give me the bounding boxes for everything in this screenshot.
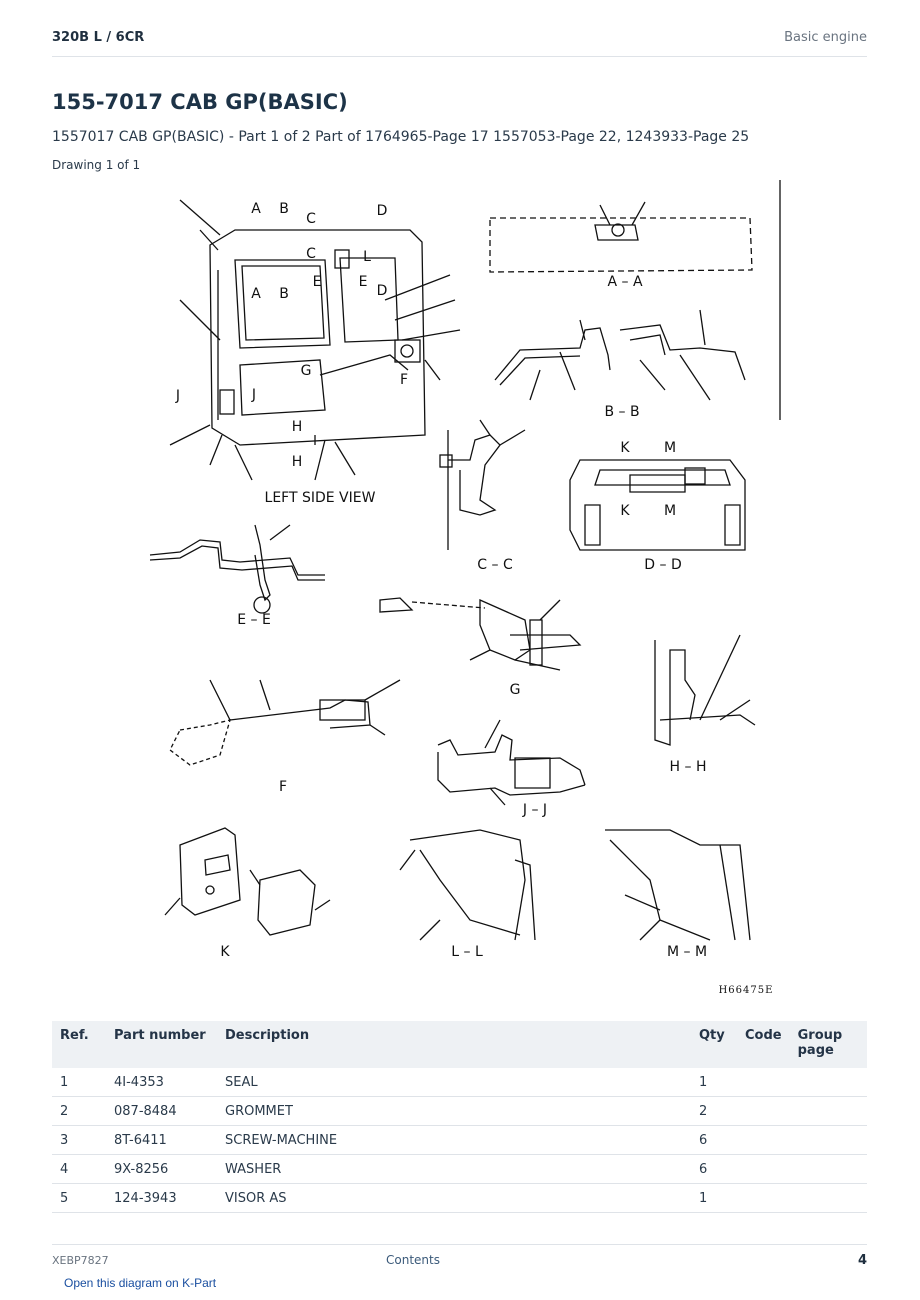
cell-ref: 5 (52, 1183, 106, 1213)
marker-e: E (313, 274, 322, 290)
contents-link[interactable]: Contents (386, 1253, 440, 1267)
col-qty: Qty (691, 1021, 737, 1068)
cell-code (737, 1096, 790, 1126)
marker-h: H (292, 419, 303, 435)
cell-part-number[interactable]: 8T-6411 (106, 1125, 217, 1155)
col-part-number: Part number (106, 1021, 217, 1068)
marker-l: K (620, 440, 630, 456)
view-label-left-side: LEFT SIDE VIEW (265, 490, 376, 506)
view-label-bb: B – B (604, 404, 639, 420)
marker-h: H (292, 454, 303, 470)
drawing-label: Drawing 1 of 1 (52, 158, 141, 172)
kpart-diagram-link[interactable]: Open this diagram on K-Part (64, 1276, 217, 1290)
marker-j: J (251, 387, 256, 403)
cell-code (737, 1068, 790, 1097)
view-label-ee: E – E (237, 612, 271, 628)
view-label-hh: H – H (670, 759, 707, 775)
col-description: Description (217, 1021, 691, 1068)
table-row: 4 9X-8256 WASHER 6 (52, 1154, 867, 1184)
cell-description: SEAL (217, 1068, 691, 1097)
view-label-mm: M – M (667, 944, 707, 960)
model-label: 320B L / 6CR (52, 30, 145, 45)
view-label-ll: L – L (451, 944, 483, 960)
view-label-g: G (510, 682, 521, 698)
cell-qty: 1 (691, 1183, 737, 1213)
view-label-f: F (279, 779, 287, 795)
cell-description: SCREW-MACHINE (217, 1125, 691, 1155)
cell-ref: 2 (52, 1096, 106, 1126)
marker-l: K (620, 503, 630, 519)
cell-part-number[interactable]: 9X-8256 (106, 1154, 217, 1184)
cell-qty: 6 (691, 1154, 737, 1184)
marker-k: L (363, 249, 371, 265)
marker-j: J (175, 388, 180, 404)
marker-d: D (377, 283, 388, 299)
cell-group-page (789, 1183, 867, 1213)
view-label-cc: C – C (477, 557, 513, 573)
marker-g: G (301, 363, 312, 379)
cell-ref: 1 (52, 1068, 106, 1097)
marker-a: A (251, 286, 261, 302)
table-row: 2 087-8484 GROMMET 2 (52, 1096, 867, 1126)
page-title: 155-7017 CAB GP(BASIC) (52, 90, 348, 114)
cell-description: GROMMET (217, 1096, 691, 1126)
cell-part-number[interactable]: 087-8484 (106, 1096, 217, 1126)
page-footer: XEBP7827 Contents 4 (52, 1244, 867, 1275)
marker-m: M (664, 440, 676, 456)
col-code: Code (737, 1021, 790, 1068)
page-header: 320B L / 6CR Basic engine (52, 28, 867, 57)
cell-group-page (789, 1068, 867, 1097)
cell-code (737, 1125, 790, 1155)
marker-e: E (359, 274, 368, 290)
cell-qty: 2 (691, 1096, 737, 1126)
view-label-k: K (220, 944, 230, 960)
cell-ref: 3 (52, 1125, 106, 1155)
marker-b: B (279, 201, 289, 217)
cell-description: VISOR AS (217, 1183, 691, 1213)
marker-m: M (664, 503, 676, 519)
parts-diagram: LEFT SIDE VIEW A – A B – B C – C D – D E… (149, 180, 781, 996)
marker-b: B (279, 286, 289, 302)
cell-qty: 1 (691, 1068, 737, 1097)
table-header-row: Ref. Part number Description Qty Code Gr… (52, 1021, 867, 1068)
cell-group-page (789, 1154, 867, 1184)
page-number: 4 (857, 1253, 867, 1268)
parts-table: Ref. Part number Description Qty Code Gr… (52, 1021, 867, 1213)
cell-code (737, 1154, 790, 1184)
view-label-jj: J – J (522, 802, 547, 818)
section-label: Basic engine (784, 30, 867, 45)
view-label-aa: A – A (607, 274, 642, 290)
cell-ref: 4 (52, 1154, 106, 1184)
cell-qty: 6 (691, 1125, 737, 1155)
document-id: XEBP7827 (52, 1254, 109, 1267)
marker-d: D (377, 203, 388, 219)
view-label-dd: D – D (644, 557, 681, 573)
table-row: 3 8T-6411 SCREW-MACHINE 6 (52, 1125, 867, 1155)
col-ref: Ref. (52, 1021, 106, 1068)
page-subtitle: 1557017 CAB GP(BASIC) - Part 1 of 2 Part… (52, 129, 750, 145)
cell-code (737, 1183, 790, 1213)
table-row: 1 4I-4353 SEAL 1 (52, 1068, 867, 1097)
marker-f: F (400, 372, 408, 388)
cell-part-number[interactable]: 4I-4353 (106, 1068, 217, 1097)
table-row: 5 124-3943 VISOR AS 1 (52, 1183, 867, 1213)
drawing-code: H66475E (719, 985, 774, 996)
marker-c: C (306, 211, 316, 227)
cell-group-page (789, 1096, 867, 1126)
col-group-page: Group page (789, 1021, 867, 1068)
cell-group-page (789, 1125, 867, 1155)
cell-part-number[interactable]: 124-3943 (106, 1183, 217, 1213)
marker-a: A (251, 201, 261, 217)
marker-c: C (306, 246, 316, 262)
cell-description: WASHER (217, 1154, 691, 1184)
